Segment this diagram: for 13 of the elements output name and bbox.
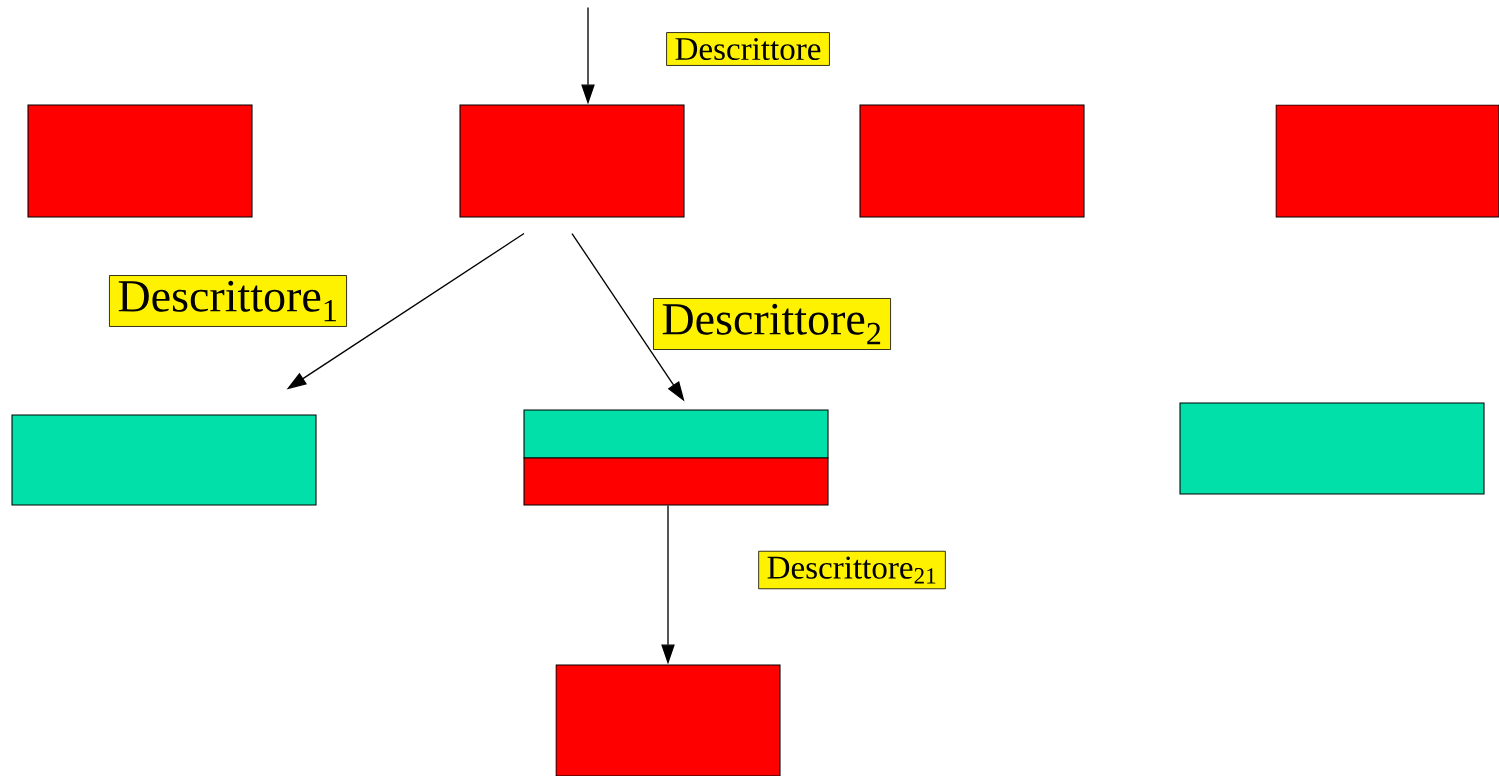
box bbox=[523, 457, 829, 506]
edge-label: Descrittore$_{1}$ bbox=[109, 275, 347, 327]
box bbox=[523, 409, 829, 459]
box bbox=[11, 414, 317, 506]
box bbox=[555, 664, 781, 776]
edge-label: Descrittore$_{21}$ bbox=[758, 550, 946, 590]
box bbox=[859, 104, 1085, 218]
box bbox=[27, 104, 253, 218]
box bbox=[1275, 104, 1499, 218]
edge-label: Descrittore bbox=[666, 32, 830, 66]
edge-label: Descrittore$_{2}$ bbox=[653, 298, 891, 350]
box bbox=[459, 104, 685, 218]
box bbox=[1179, 402, 1485, 495]
